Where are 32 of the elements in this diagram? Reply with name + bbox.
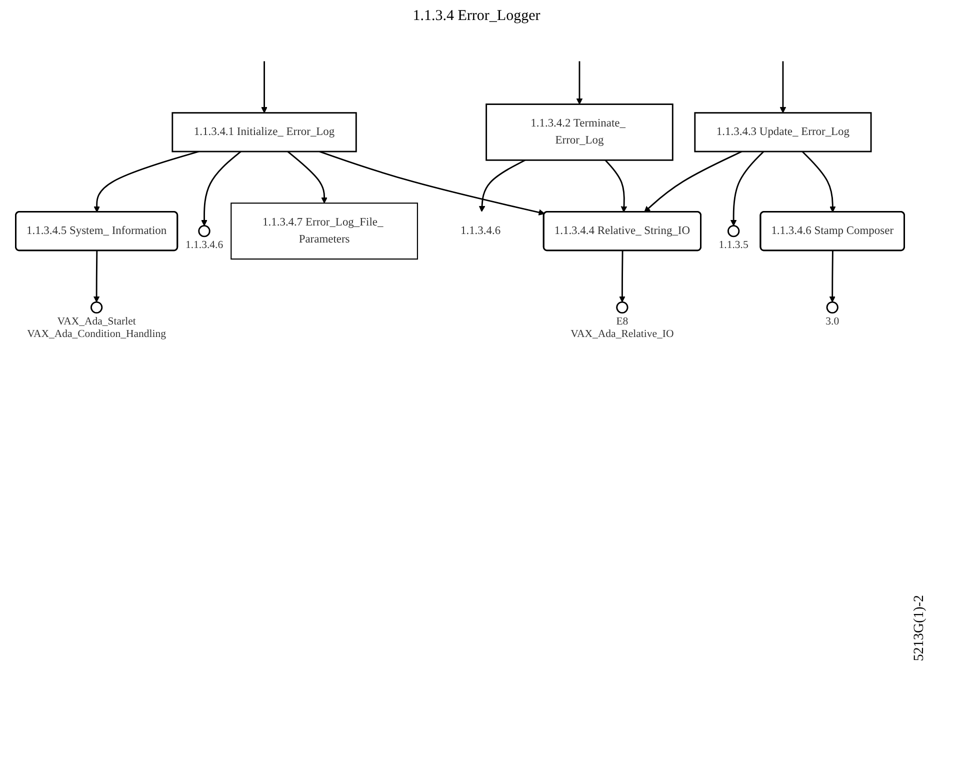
arrow xyxy=(201,150,242,226)
node-caption: E8 VAX_Ada_Relative_IO xyxy=(570,315,674,340)
node-circle xyxy=(616,301,628,314)
arrow xyxy=(478,160,526,212)
arrow xyxy=(802,151,836,212)
node-box: 1.1.3.4.1 Initialize_ Error_Log xyxy=(172,112,357,152)
arrow xyxy=(93,250,100,302)
node-caption: 3.0 xyxy=(826,315,840,328)
node-caption: 1.1.3.5 xyxy=(718,238,748,251)
node-circle xyxy=(826,301,838,314)
arrow xyxy=(780,61,786,114)
arrow xyxy=(829,250,836,302)
arrow xyxy=(644,150,742,212)
node-text: 1.1.3.4.6 xyxy=(460,224,501,237)
arrow xyxy=(287,150,328,204)
figure-code: 5213G(1)-2 xyxy=(912,594,928,664)
arrow xyxy=(576,61,583,105)
node-box: 1.1.3.4.7 Error_Log_File_ Parameters xyxy=(230,202,418,260)
node-caption: 1.1.3.4.6 xyxy=(185,238,224,251)
diagram-title: 1.1.3.4 Error_Logger xyxy=(412,8,542,25)
arrow xyxy=(619,250,626,302)
arrow xyxy=(261,61,268,114)
node-circle xyxy=(727,225,740,238)
arrow xyxy=(604,160,628,212)
node-circle xyxy=(90,301,103,314)
node-circle xyxy=(198,225,210,238)
arrow xyxy=(730,151,764,226)
node-caption: VAX_Ada_Starlet VAX_Ada_Condition_Handling xyxy=(27,315,166,340)
arrow xyxy=(319,150,545,216)
node-box: 1.1.3.4.3 Update_ Error_Log xyxy=(694,112,872,152)
arrow xyxy=(94,150,199,212)
node-box: 1.1.3.4.2 Terminate_ Error_Log xyxy=(486,104,674,161)
